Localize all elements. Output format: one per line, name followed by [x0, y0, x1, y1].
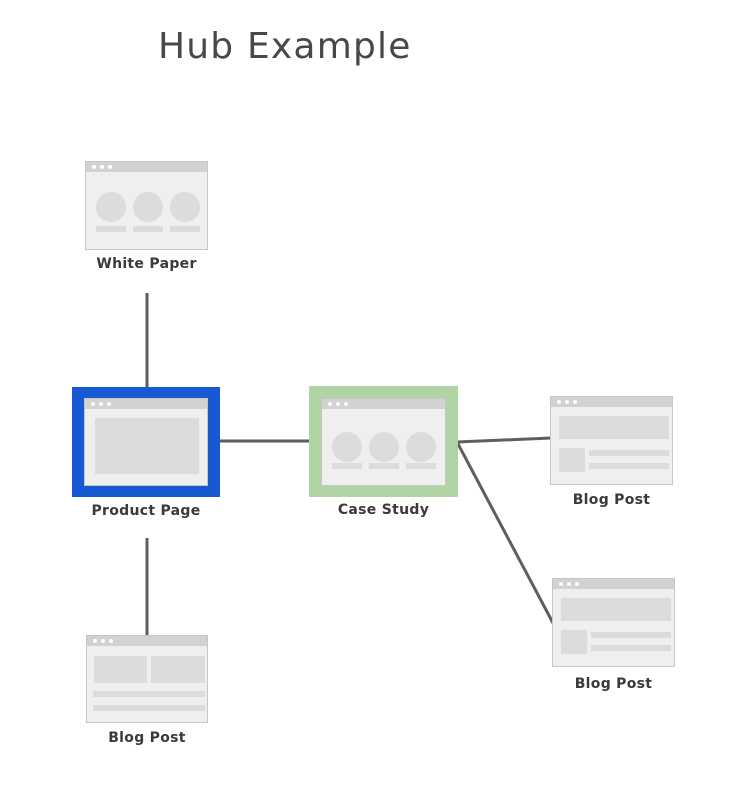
blog-post-window — [550, 396, 673, 485]
placeholder-caption-bar — [406, 463, 436, 469]
placeholder-text-line — [591, 632, 671, 638]
page-title: Hub Example — [158, 26, 412, 67]
window-control-dot — [565, 400, 569, 404]
placeholder-text-line — [93, 705, 205, 711]
window-titlebar — [551, 397, 672, 407]
placeholder-thumbnail — [559, 448, 585, 472]
connector-casestudy-blogpost-topright — [456, 436, 552, 444]
placeholder-text-line — [93, 691, 205, 697]
placeholder-hero-block — [95, 418, 199, 474]
placeholder-caption-bar — [133, 226, 163, 232]
node-label-blog-post: Blog Post — [108, 730, 186, 746]
window-titlebar — [322, 399, 445, 409]
node-label-case-study: Case Study — [337, 502, 430, 518]
placeholder-circle — [170, 192, 200, 222]
window-control-dot — [100, 165, 104, 169]
window-control-dot — [575, 582, 579, 586]
window-titlebar — [85, 399, 207, 409]
placeholder-text-line — [589, 463, 669, 469]
window-control-dot — [557, 400, 561, 404]
product-page-window — [84, 398, 208, 486]
window-control-dot — [344, 402, 348, 406]
window-control-dot — [108, 165, 112, 169]
placeholder-banner — [559, 416, 669, 439]
placeholder-circle — [406, 432, 436, 462]
white-paper-window — [85, 161, 208, 250]
node-label-blog-post: Blog Post — [572, 492, 651, 508]
window-control-dot — [93, 639, 97, 643]
window-control-dot — [101, 639, 105, 643]
blog-post-window — [552, 578, 675, 667]
placeholder-text-line — [591, 645, 671, 651]
case-study-window — [321, 398, 446, 486]
connector-casestudy-blogpost-bottomright — [455, 441, 555, 624]
placeholder-caption-bar — [369, 463, 399, 469]
window-control-dot — [99, 402, 103, 406]
placeholder-thumbnail — [561, 630, 587, 654]
window-control-dot — [92, 165, 96, 169]
window-control-dot — [107, 402, 111, 406]
node-label-product-page: Product Page — [91, 503, 201, 519]
window-control-dot — [559, 582, 563, 586]
window-titlebar — [553, 579, 674, 589]
placeholder-text-line — [589, 450, 669, 456]
placeholder-caption-bar — [332, 463, 362, 469]
window-control-dot — [109, 639, 113, 643]
placeholder-circle — [369, 432, 399, 462]
window-control-dot — [336, 402, 340, 406]
placeholder-circle — [332, 432, 362, 462]
placeholder-caption-bar — [96, 226, 126, 232]
placeholder-circle — [96, 192, 126, 222]
placeholder-banner — [561, 598, 671, 621]
placeholder-circle — [133, 192, 163, 222]
blog-post-window — [86, 635, 208, 723]
node-label-white-paper: White Paper — [96, 256, 197, 272]
placeholder-image-block — [151, 656, 205, 683]
window-control-dot — [328, 402, 332, 406]
window-control-dot — [91, 402, 95, 406]
placeholder-caption-bar — [170, 226, 200, 232]
window-control-dot — [567, 582, 571, 586]
window-titlebar — [86, 162, 207, 172]
window-titlebar — [87, 636, 207, 646]
node-label-blog-post: Blog Post — [574, 676, 653, 692]
placeholder-image-block — [94, 656, 147, 683]
window-control-dot — [573, 400, 577, 404]
